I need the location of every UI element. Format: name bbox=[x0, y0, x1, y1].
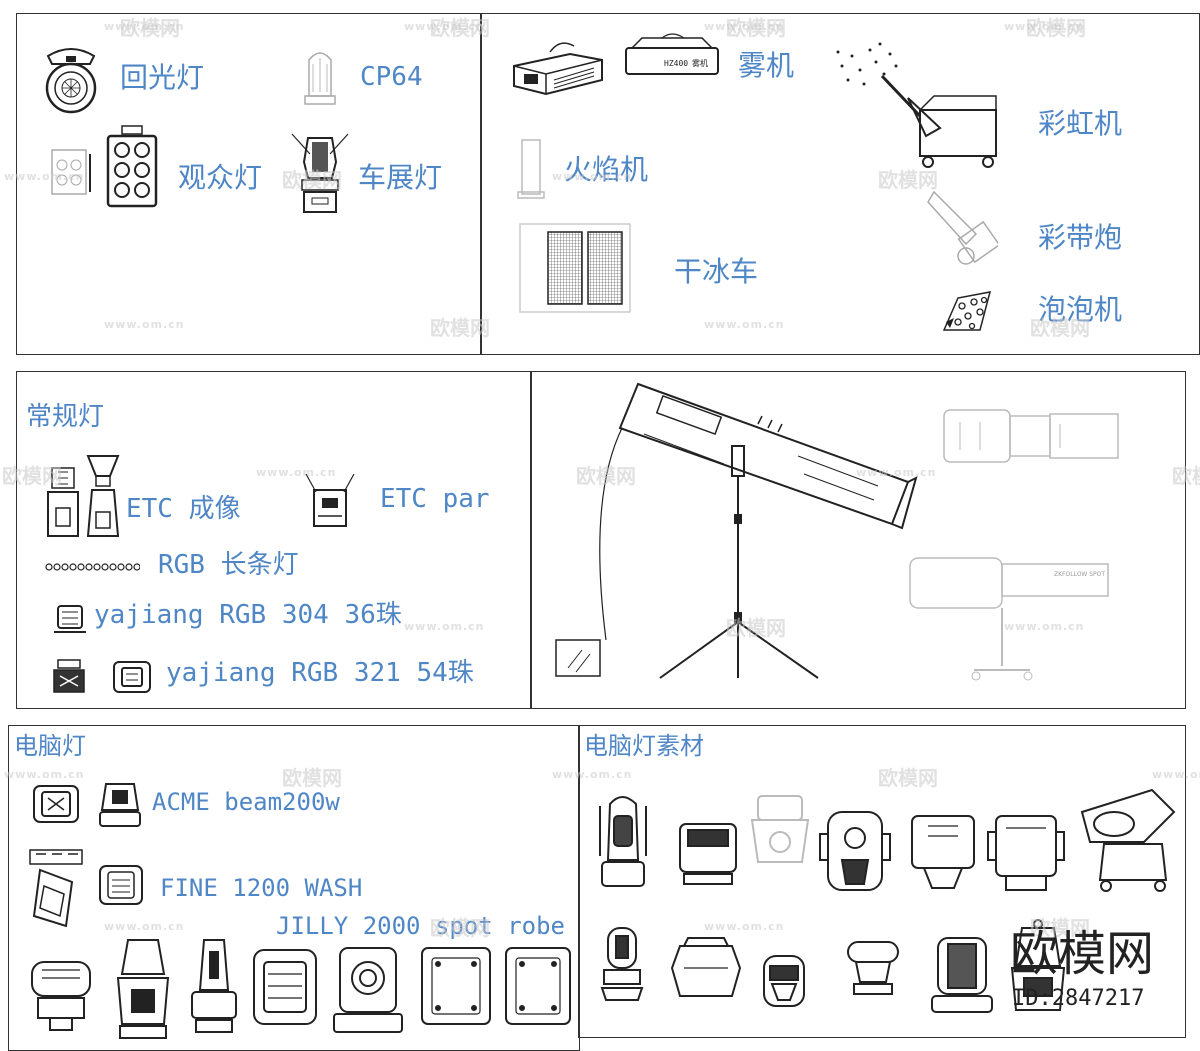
title-moving-head-assets: 电脑灯素材 bbox=[584, 732, 704, 760]
follow-spot-on-tripod-icon bbox=[555, 382, 918, 679]
acme-beam-side-icon bbox=[99, 783, 141, 827]
label-etc-imaging: ETC 成像 bbox=[126, 494, 241, 524]
panel-stage-lights bbox=[16, 13, 482, 355]
car-show-light-icon bbox=[291, 133, 349, 213]
label-yajiang-321: yajiang RGB 321 54珠 bbox=[166, 658, 474, 688]
acme-beam-front-icon bbox=[33, 785, 79, 823]
follow-spot-side-view-icon bbox=[943, 409, 1119, 463]
reflector-spotlight-icon bbox=[45, 48, 97, 114]
fine-wash-tilted-icon bbox=[29, 849, 83, 928]
label-yajiang-304: yajiang RGB 304 36珠 bbox=[94, 600, 402, 630]
fog-small-text: 雾机 bbox=[692, 58, 708, 68]
cp64-icon bbox=[304, 52, 336, 105]
moving-head-asset-row1-icons bbox=[599, 788, 1176, 892]
flame-machine-icon bbox=[517, 139, 545, 199]
label-car-show-light: 车展灯 bbox=[358, 161, 443, 194]
label-flame-machine: 火焰机 bbox=[564, 153, 649, 186]
zk-follow-spot-icon: ZKFOLLOW SPOT bbox=[909, 557, 1109, 681]
label-acme-beam: ACME beam200w bbox=[152, 788, 340, 816]
rainbow-machine-icon bbox=[836, 42, 997, 168]
label-dry-ice-machine: 干冰车 bbox=[674, 255, 759, 288]
label-fog-machine: 雾机 bbox=[738, 49, 795, 82]
fog-machine-hz400-icon: HZ400 雾机 bbox=[625, 33, 719, 75]
moving-head-asset-row2-icons bbox=[600, 919, 1066, 1013]
brand-logo-text: 欧模网 bbox=[1010, 926, 1155, 982]
audience-light-icon bbox=[106, 125, 158, 208]
etc-source-four-icon bbox=[47, 455, 120, 537]
etc-par-icon bbox=[305, 473, 355, 527]
label-fine-wash: FINE 1200 WASH bbox=[160, 874, 363, 902]
label-jilly-spot: JILLY 2000 spot robe bbox=[276, 912, 565, 940]
zk-follow-spot-text: ZKFOLLOW SPOT bbox=[1054, 571, 1105, 578]
brand-id-text: ID:2847217 bbox=[1012, 986, 1145, 1011]
title-conventional-lights: 常规灯 bbox=[26, 402, 105, 432]
fine-wash-front-icon bbox=[99, 865, 143, 905]
fog-machine-large-icon bbox=[513, 42, 603, 96]
panel-moving-head-assets bbox=[578, 725, 1186, 1038]
label-bubble-machine: 泡泡机 bbox=[1038, 293, 1123, 326]
yajiang-304-icon bbox=[54, 605, 86, 633]
label-cp64: CP64 bbox=[360, 62, 423, 92]
panel-conventional-lights bbox=[16, 371, 532, 709]
label-reflector-light: 回光灯 bbox=[120, 61, 205, 94]
label-rainbow-machine: 彩虹机 bbox=[1038, 107, 1123, 140]
dry-ice-machine-icon bbox=[519, 223, 631, 313]
label-audience-light: 观众灯 bbox=[178, 161, 263, 194]
bubble-machine-icon bbox=[942, 291, 992, 331]
confetti-cannon-icon bbox=[927, 190, 998, 265]
moving-head-row-icons bbox=[31, 939, 571, 1039]
label-confetti-cannon: 彩带炮 bbox=[1038, 221, 1123, 254]
title-moving-heads: 电脑灯 bbox=[14, 732, 86, 760]
label-rgb-strip: RGB 长条灯 bbox=[158, 550, 299, 580]
hz400-text: HZ400 bbox=[664, 59, 688, 68]
yajiang-321-side-icon bbox=[113, 661, 151, 693]
audience-light-small-icon bbox=[51, 149, 91, 195]
yajiang-321-front-icon bbox=[53, 659, 85, 693]
rgb-strip-light-icon bbox=[45, 563, 140, 571]
panel-follow-spot bbox=[530, 371, 1186, 709]
label-etc-par: ETC par bbox=[380, 484, 490, 514]
